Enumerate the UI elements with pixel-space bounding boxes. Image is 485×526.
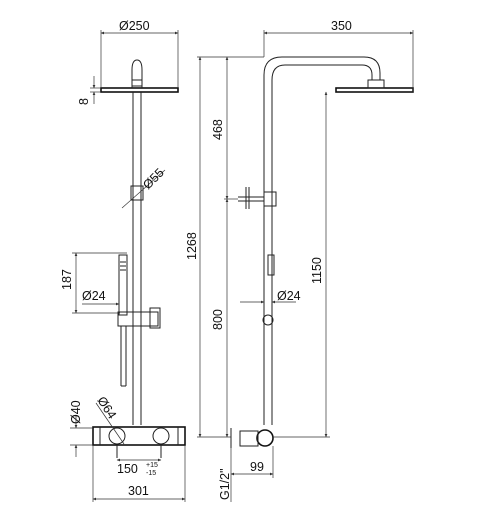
front-thermostat-body (92, 426, 186, 446)
dim-outlet-diameter: Ø40 (69, 400, 83, 424)
dim-lower-height: 800 (211, 309, 225, 330)
side-view (230, 56, 414, 448)
side-hand-shower (267, 254, 275, 276)
dim-arm-reach: 350 (331, 19, 352, 33)
side-shower-head (335, 87, 414, 93)
side-thermostat-knob (256, 429, 274, 447)
front-view (92, 59, 186, 458)
side-dimensions: 350 1268 468 800 1150 Ø24 G1/2" 99 (185, 19, 414, 502)
front-head-connector (131, 59, 143, 88)
dim-tol-plus: +15 (146, 462, 158, 469)
dim-overall-height: 1268 (185, 232, 199, 260)
dim-thread: G1/2" (218, 468, 232, 500)
dim-knob-diameter: Ø64 (94, 394, 119, 421)
dim-wall-offset: 99 (250, 460, 264, 474)
dim-hand-hose-diameter: Ø24 (82, 289, 106, 303)
front-knob-right (152, 427, 170, 445)
dim-head-diameter: Ø250 (119, 19, 150, 33)
dim-upper-height: 468 (211, 119, 225, 140)
front-hand-shower (118, 254, 128, 316)
dim-side-height: 1150 (310, 257, 324, 284)
front-shower-head (100, 87, 179, 93)
side-riser-arm (263, 56, 381, 425)
front-knob-left (108, 427, 126, 445)
front-slider (130, 185, 144, 201)
front-hand-holder (117, 311, 159, 327)
dim-hand-shower-length: 187 (60, 269, 74, 290)
side-hose-joint (262, 314, 274, 326)
dim-head-thickness: 8 (77, 98, 91, 105)
dim-inlet-spacing: 150 (117, 462, 138, 476)
dim-total-width: 301 (128, 484, 149, 498)
dim-tol-minus: -15 (146, 470, 156, 477)
dim-side-pipe-diameter: Ø24 (277, 289, 301, 303)
